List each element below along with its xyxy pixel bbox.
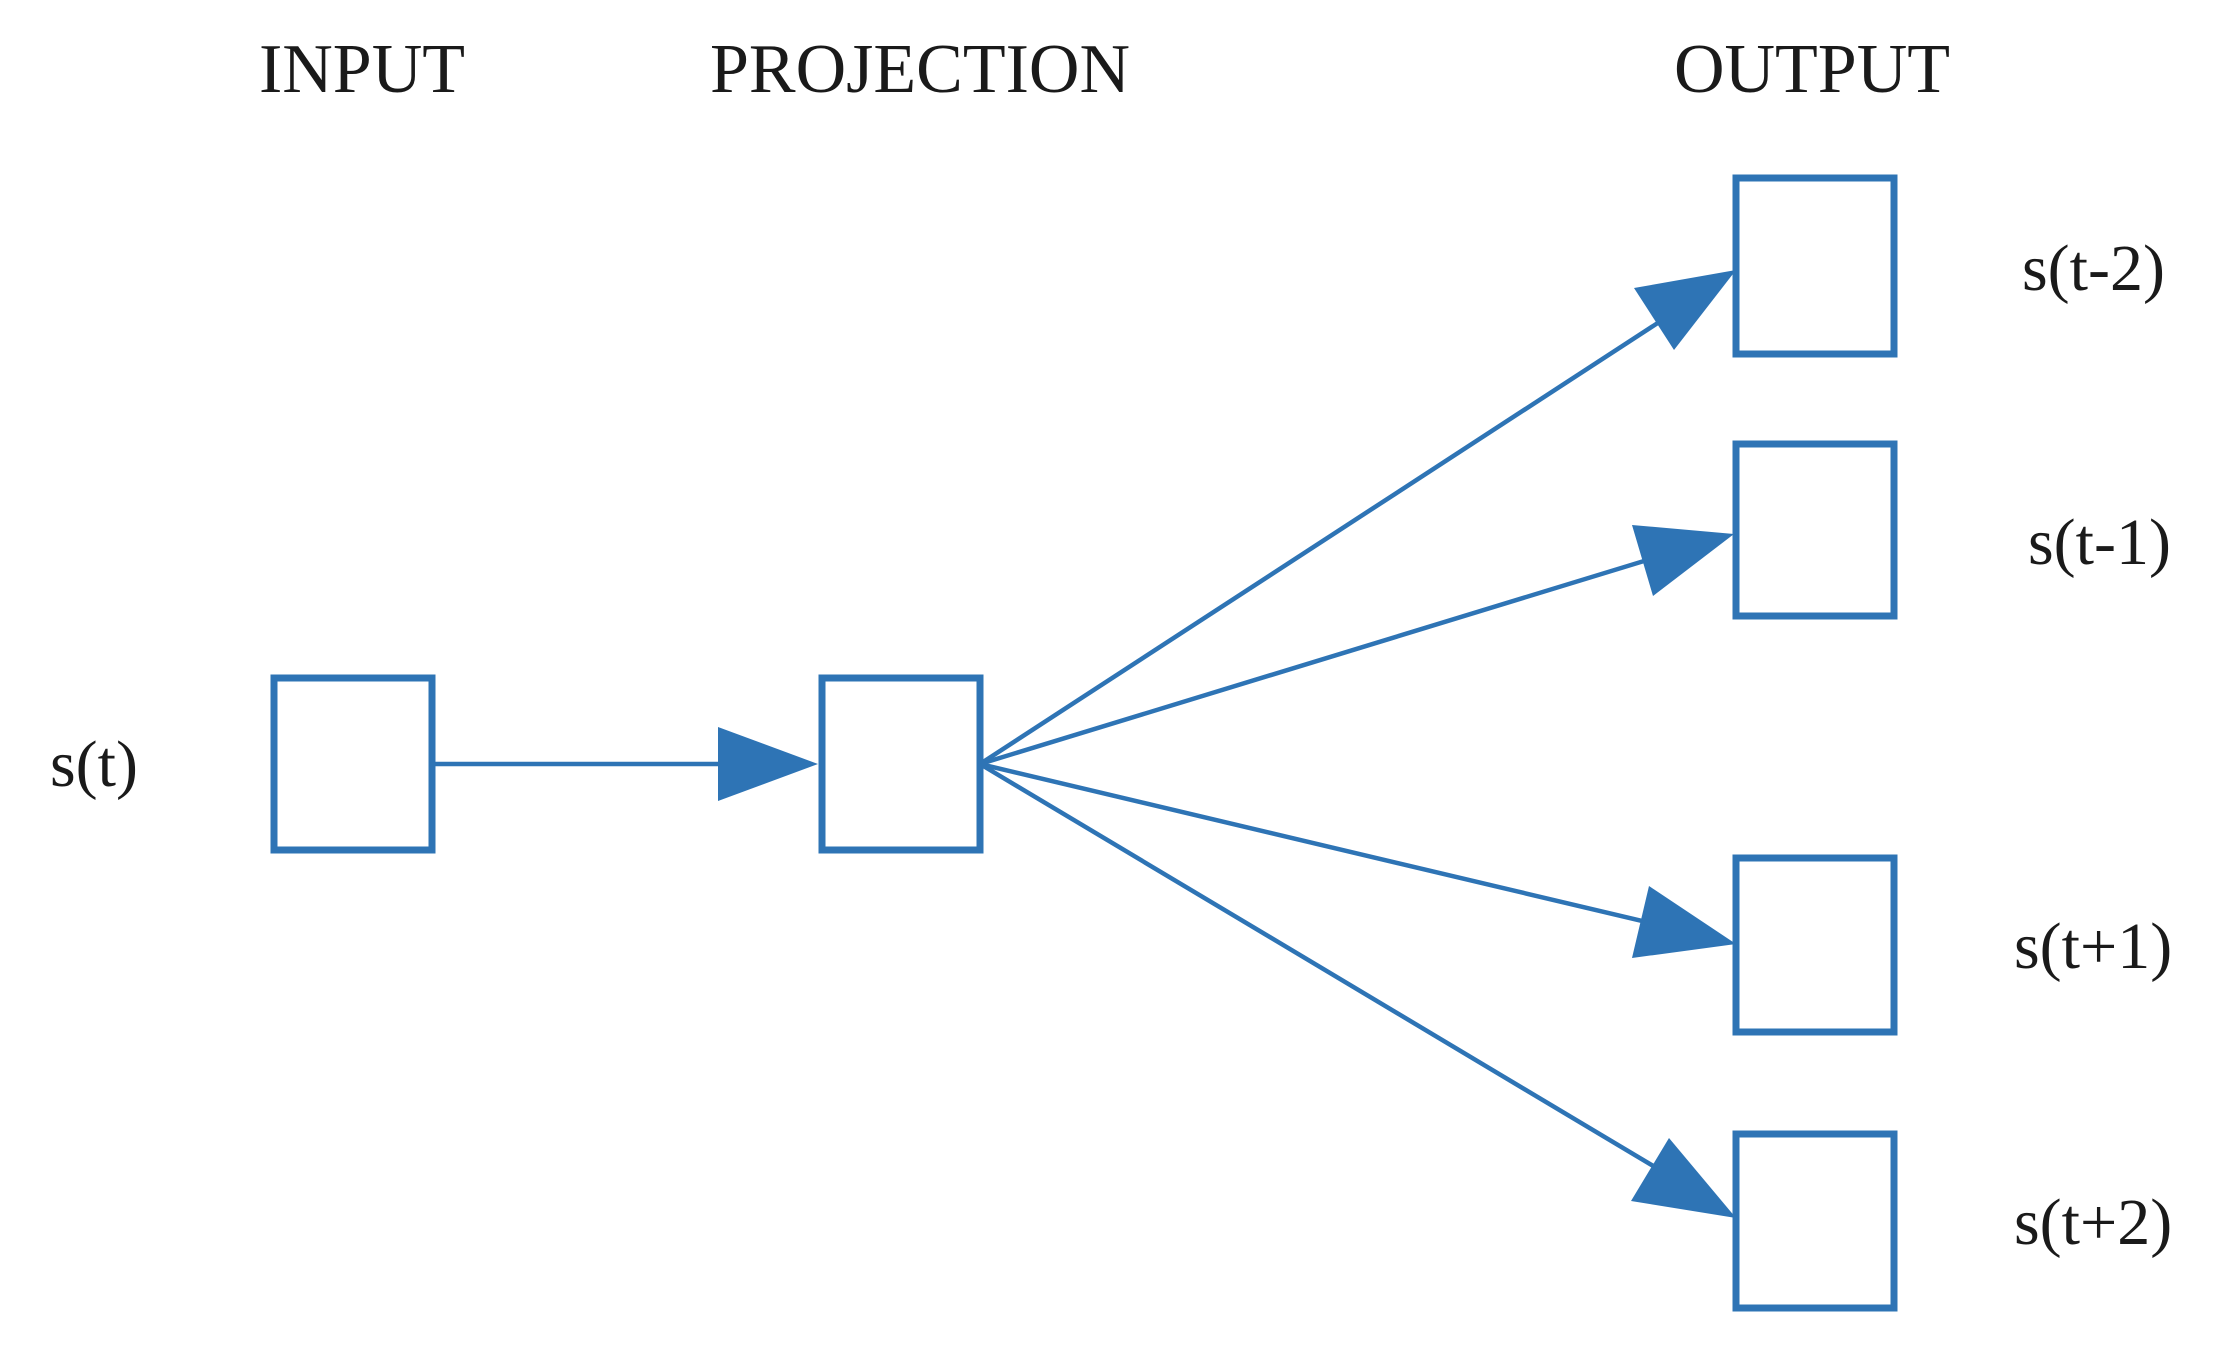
arrowhead-projection xyxy=(718,727,818,801)
output-node-t-plus-2 xyxy=(1732,1130,1898,1312)
arrowhead-t-plus-2 xyxy=(1631,1138,1736,1218)
arrowhead-t-plus-1 xyxy=(1632,886,1736,958)
output-label-t-minus-2: s(t-2) xyxy=(2022,232,2165,305)
input-node-label: s(t) xyxy=(50,728,138,801)
input-node xyxy=(270,674,436,854)
output-label-t-plus-2: s(t+2) xyxy=(2014,1186,2172,1259)
arrowhead-t-minus-1 xyxy=(1632,525,1734,596)
projection-node xyxy=(818,674,984,854)
output-label-t-plus-1: s(t+1) xyxy=(2014,910,2172,983)
output-node-t-minus-2 xyxy=(1732,174,1898,358)
edge-projection-to-t-minus-1 xyxy=(979,547,1681,767)
arrowhead-t-minus-2 xyxy=(1634,270,1736,350)
output-layer-header: OUTPUT xyxy=(1674,31,1950,108)
edge-projection-to-t-plus-2 xyxy=(978,762,1682,1184)
output-label-t-minus-1: s(t-1) xyxy=(2028,506,2171,579)
edge-projection-to-t-plus-1 xyxy=(979,761,1681,933)
arrowheads xyxy=(718,270,1736,1218)
output-node-t-minus-1 xyxy=(1732,440,1898,620)
input-layer-header: INPUT xyxy=(259,31,465,108)
projection-layer-header: PROJECTION xyxy=(710,31,1130,108)
edge-projection-to-t-minus-2 xyxy=(978,300,1692,766)
edges xyxy=(432,300,1692,1184)
output-node-t-plus-1 xyxy=(1732,854,1898,1036)
